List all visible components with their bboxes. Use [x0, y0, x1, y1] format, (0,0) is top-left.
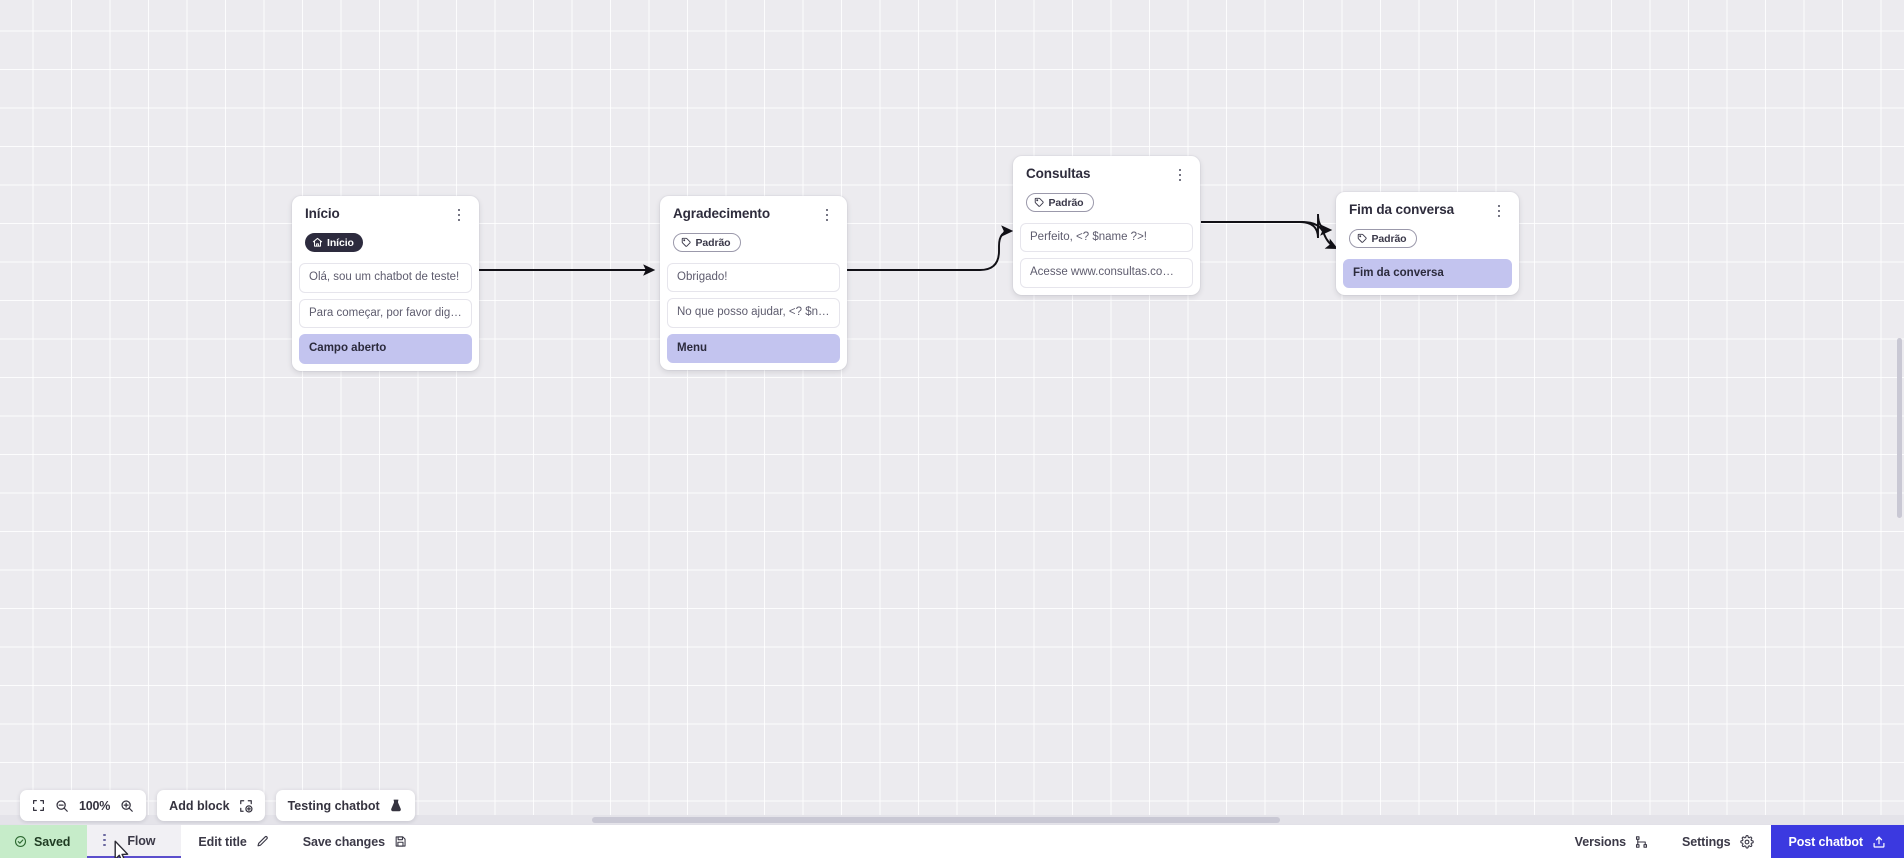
zoom-controls: 100%: [20, 790, 147, 821]
pencil-icon: [256, 835, 269, 848]
node-row[interactable]: Obrigado!: [667, 262, 840, 293]
tab-flow[interactable]: Flow: [87, 825, 182, 858]
bottom-status-bar: Saved Flow Edit title Save changes Versi…: [0, 824, 1904, 858]
edge-agradecimento-consultas: [847, 225, 1014, 271]
tab-flow-label: Flow: [127, 833, 156, 848]
versions-label: Versions: [1574, 834, 1626, 849]
vertical-scrollbar[interactable]: [1895, 0, 1904, 824]
post-chatbot-label: Post chatbot: [1788, 834, 1864, 849]
add-block-label: Add block: [169, 798, 230, 813]
flow-node-agradecimento[interactable]: Agradecimento Padrão Obrigado! No que po…: [660, 196, 847, 371]
add-block-button[interactable]: Add block: [157, 790, 265, 821]
node-menu-button[interactable]: [1173, 166, 1187, 184]
branch-icon: [1635, 835, 1648, 849]
flow-canvas[interactable]: Início Início Olá, sou um chatbot de tes…: [0, 0, 1904, 824]
node-badge-inicio[interactable]: Início: [305, 233, 363, 252]
node-title: Fim da conversa: [1349, 202, 1455, 217]
flask-icon: [389, 798, 403, 813]
node-body: Perfeito, <? $name ?>! Acesse www.consul…: [1013, 222, 1200, 295]
flow-connectors: [479, 213, 1339, 276]
settings-label: Settings: [1681, 834, 1731, 849]
edit-title-label: Edit title: [198, 834, 247, 849]
upload-icon: [1872, 835, 1886, 849]
fit-screen-icon[interactable]: [32, 799, 45, 812]
horizontal-scrollbar[interactable]: [0, 815, 1904, 824]
node-badge-label: Padrão: [1371, 232, 1407, 245]
node-header: Consultas Padrão: [1013, 156, 1200, 222]
testing-chatbot-button[interactable]: Testing chatbot: [275, 790, 415, 821]
flow-node-consultas[interactable]: Consultas Padrão Perfeito, <? $name ?>! …: [1013, 156, 1200, 295]
node-header: Agradecimento Padrão: [660, 196, 847, 262]
tag-icon: [681, 237, 692, 248]
node-badge-label: Padrão: [1048, 196, 1084, 209]
flow-node-fim-da-conversa[interactable]: Fim da conversa Padrão Fim da conversa: [1336, 192, 1519, 296]
node-menu-button[interactable]: [820, 206, 834, 224]
settings-button[interactable]: Settings: [1665, 825, 1771, 858]
versions-button[interactable]: Versions: [1558, 825, 1665, 858]
node-menu-button[interactable]: [1492, 202, 1506, 220]
gear-icon: [1739, 834, 1754, 849]
node-row[interactable]: Campo aberto: [299, 334, 472, 364]
check-circle-icon: [14, 835, 27, 848]
add-block-icon: [239, 799, 253, 813]
node-badge-padrao[interactable]: Padrão: [1026, 193, 1094, 212]
edge-consultas-fim-seg: [1201, 221, 1339, 250]
post-chatbot-button[interactable]: Post chatbot: [1770, 825, 1904, 858]
tag-icon: [1357, 233, 1368, 244]
flow-kebab-icon[interactable]: [97, 831, 111, 849]
testing-chatbot-label: Testing chatbot: [287, 798, 380, 813]
vertical-scrollbar-thumb[interactable]: [1897, 338, 1902, 518]
node-row[interactable]: No que posso ajudar, <? $name ...: [667, 298, 840, 328]
tag-icon: [1034, 197, 1045, 208]
node-title: Consultas: [1026, 166, 1091, 181]
node-title: Início: [305, 206, 340, 221]
node-row[interactable]: Para começar, por favor digite o ...: [299, 298, 472, 329]
node-badge-label: Início: [327, 236, 354, 249]
flow-node-inicio[interactable]: Início Início Olá, sou um chatbot de tes…: [292, 196, 479, 371]
save-changes-button[interactable]: Save changes: [286, 825, 424, 858]
floppy-icon: [394, 835, 407, 848]
bottom-bar-right: Versions Settings Post chatbot: [1558, 825, 1904, 858]
node-header: Início Início: [292, 196, 479, 262]
saved-status-badge: Saved: [0, 825, 88, 858]
node-badge-padrao[interactable]: Padrão: [673, 233, 741, 252]
edge-consultas-fim: [1201, 213, 1333, 239]
save-changes-label: Save changes: [302, 834, 385, 849]
node-body: Obrigado! No que posso ajudar, <? $name …: [660, 262, 847, 371]
node-row[interactable]: Olá, sou um chatbot de teste!: [299, 263, 472, 293]
node-header: Fim da conversa Padrão: [1336, 192, 1519, 258]
node-body: Fim da conversa: [1336, 258, 1519, 296]
node-row[interactable]: Menu: [667, 333, 840, 364]
home-icon: [312, 237, 323, 248]
node-row[interactable]: Acesse www.consultas.com par...: [1020, 258, 1193, 288]
zoom-out-icon[interactable]: [55, 799, 69, 813]
node-badge-padrao[interactable]: Padrão: [1349, 229, 1417, 248]
zoom-level-label: 100%: [79, 798, 111, 813]
saved-label: Saved: [34, 834, 71, 849]
node-title: Agradecimento: [673, 206, 770, 221]
node-menu-button[interactable]: [452, 206, 466, 224]
node-row[interactable]: Perfeito, <? $name ?>!: [1020, 222, 1193, 253]
edit-title-button[interactable]: Edit title: [181, 825, 285, 858]
canvas-toolbar: 100% Add block Testing chatbot: [20, 790, 415, 821]
horizontal-scrollbar-thumb[interactable]: [592, 816, 1280, 823]
node-badge-label: Padrão: [695, 236, 731, 249]
zoom-in-icon[interactable]: [120, 799, 134, 813]
node-body: Olá, sou um chatbot de teste! Para começ…: [292, 263, 479, 371]
node-row[interactable]: Fim da conversa: [1343, 258, 1512, 289]
